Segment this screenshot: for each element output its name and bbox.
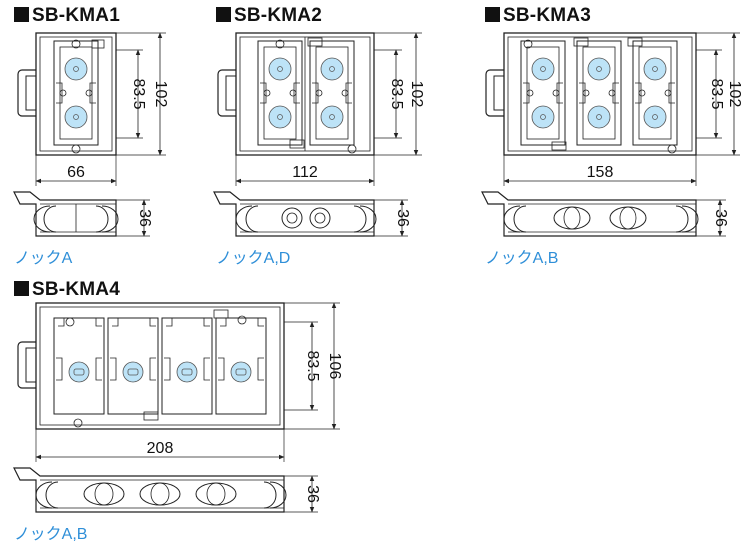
side-view-sb-kma4: 36 [13, 467, 321, 513]
product-title-sb-kma4: SB-KMA4 [14, 280, 120, 300]
knock-label-sb-kma3: ノックA,B [485, 250, 559, 267]
front-view-sb-kma3 [485, 32, 697, 156]
dim-depth-3: 36 [712, 209, 729, 227]
dim-depth-4: 36 [304, 485, 321, 503]
knock-label-sb-kma2: ノックA,D [216, 250, 291, 267]
height-dimensions-sb-kma1: 83.5 102 [116, 32, 169, 156]
dim-width-1: 66 [67, 164, 85, 181]
kma4-gangs [53, 317, 267, 415]
height-dimensions-sb-kma4: 83.5 106 [284, 302, 343, 430]
height-dimensions-sb-kma2: 83.5 102 [374, 32, 425, 156]
dim-depth-1: 36 [136, 209, 153, 227]
side-view-sb-kma2: 36 [213, 191, 411, 237]
dim-width-2: 112 [292, 164, 318, 181]
side-view-sb-kma3: 36 [481, 191, 729, 237]
dim-depth-2: 36 [394, 209, 411, 227]
front-view-sb-kma4 [17, 302, 285, 430]
front-view-sb-kma1 [17, 32, 117, 156]
front-view-sb-kma2 [217, 32, 375, 156]
knock-label-sb-kma4: ノックA,B [14, 526, 88, 543]
product-title-sb-kma3: SB-KMA3 [485, 6, 591, 26]
width-dimension-sb-kma3: 158 [503, 155, 697, 186]
dim-inner-height-3: 83.5 [708, 78, 725, 109]
side-view-sb-kma1: 36 [13, 191, 153, 237]
dim-inner-height-4: 83.5 [304, 350, 321, 381]
dim-inner-height-2: 83.5 [388, 78, 405, 109]
dim-outer-height-2: 102 [408, 81, 425, 108]
product-title-sb-kma2: SB-KMA2 [216, 6, 322, 26]
dim-width-3: 158 [587, 164, 614, 181]
dim-outer-height-1: 102 [152, 81, 169, 108]
width-dimension-sb-kma1: 66 [35, 155, 117, 186]
knock-label-sb-kma1: ノックA [14, 250, 73, 267]
width-dimension-sb-kma4: 208 [35, 429, 285, 462]
dim-width-4: 208 [147, 440, 174, 457]
dim-outer-height-4: 106 [326, 353, 343, 380]
dim-outer-height-3: 102 [726, 81, 743, 108]
width-dimension-sb-kma2: 112 [235, 155, 375, 186]
dim-inner-height-1: 83.5 [130, 78, 147, 109]
height-dimensions-sb-kma3: 83.5 102 [696, 32, 743, 156]
product-title-sb-kma1: SB-KMA1 [14, 6, 120, 26]
